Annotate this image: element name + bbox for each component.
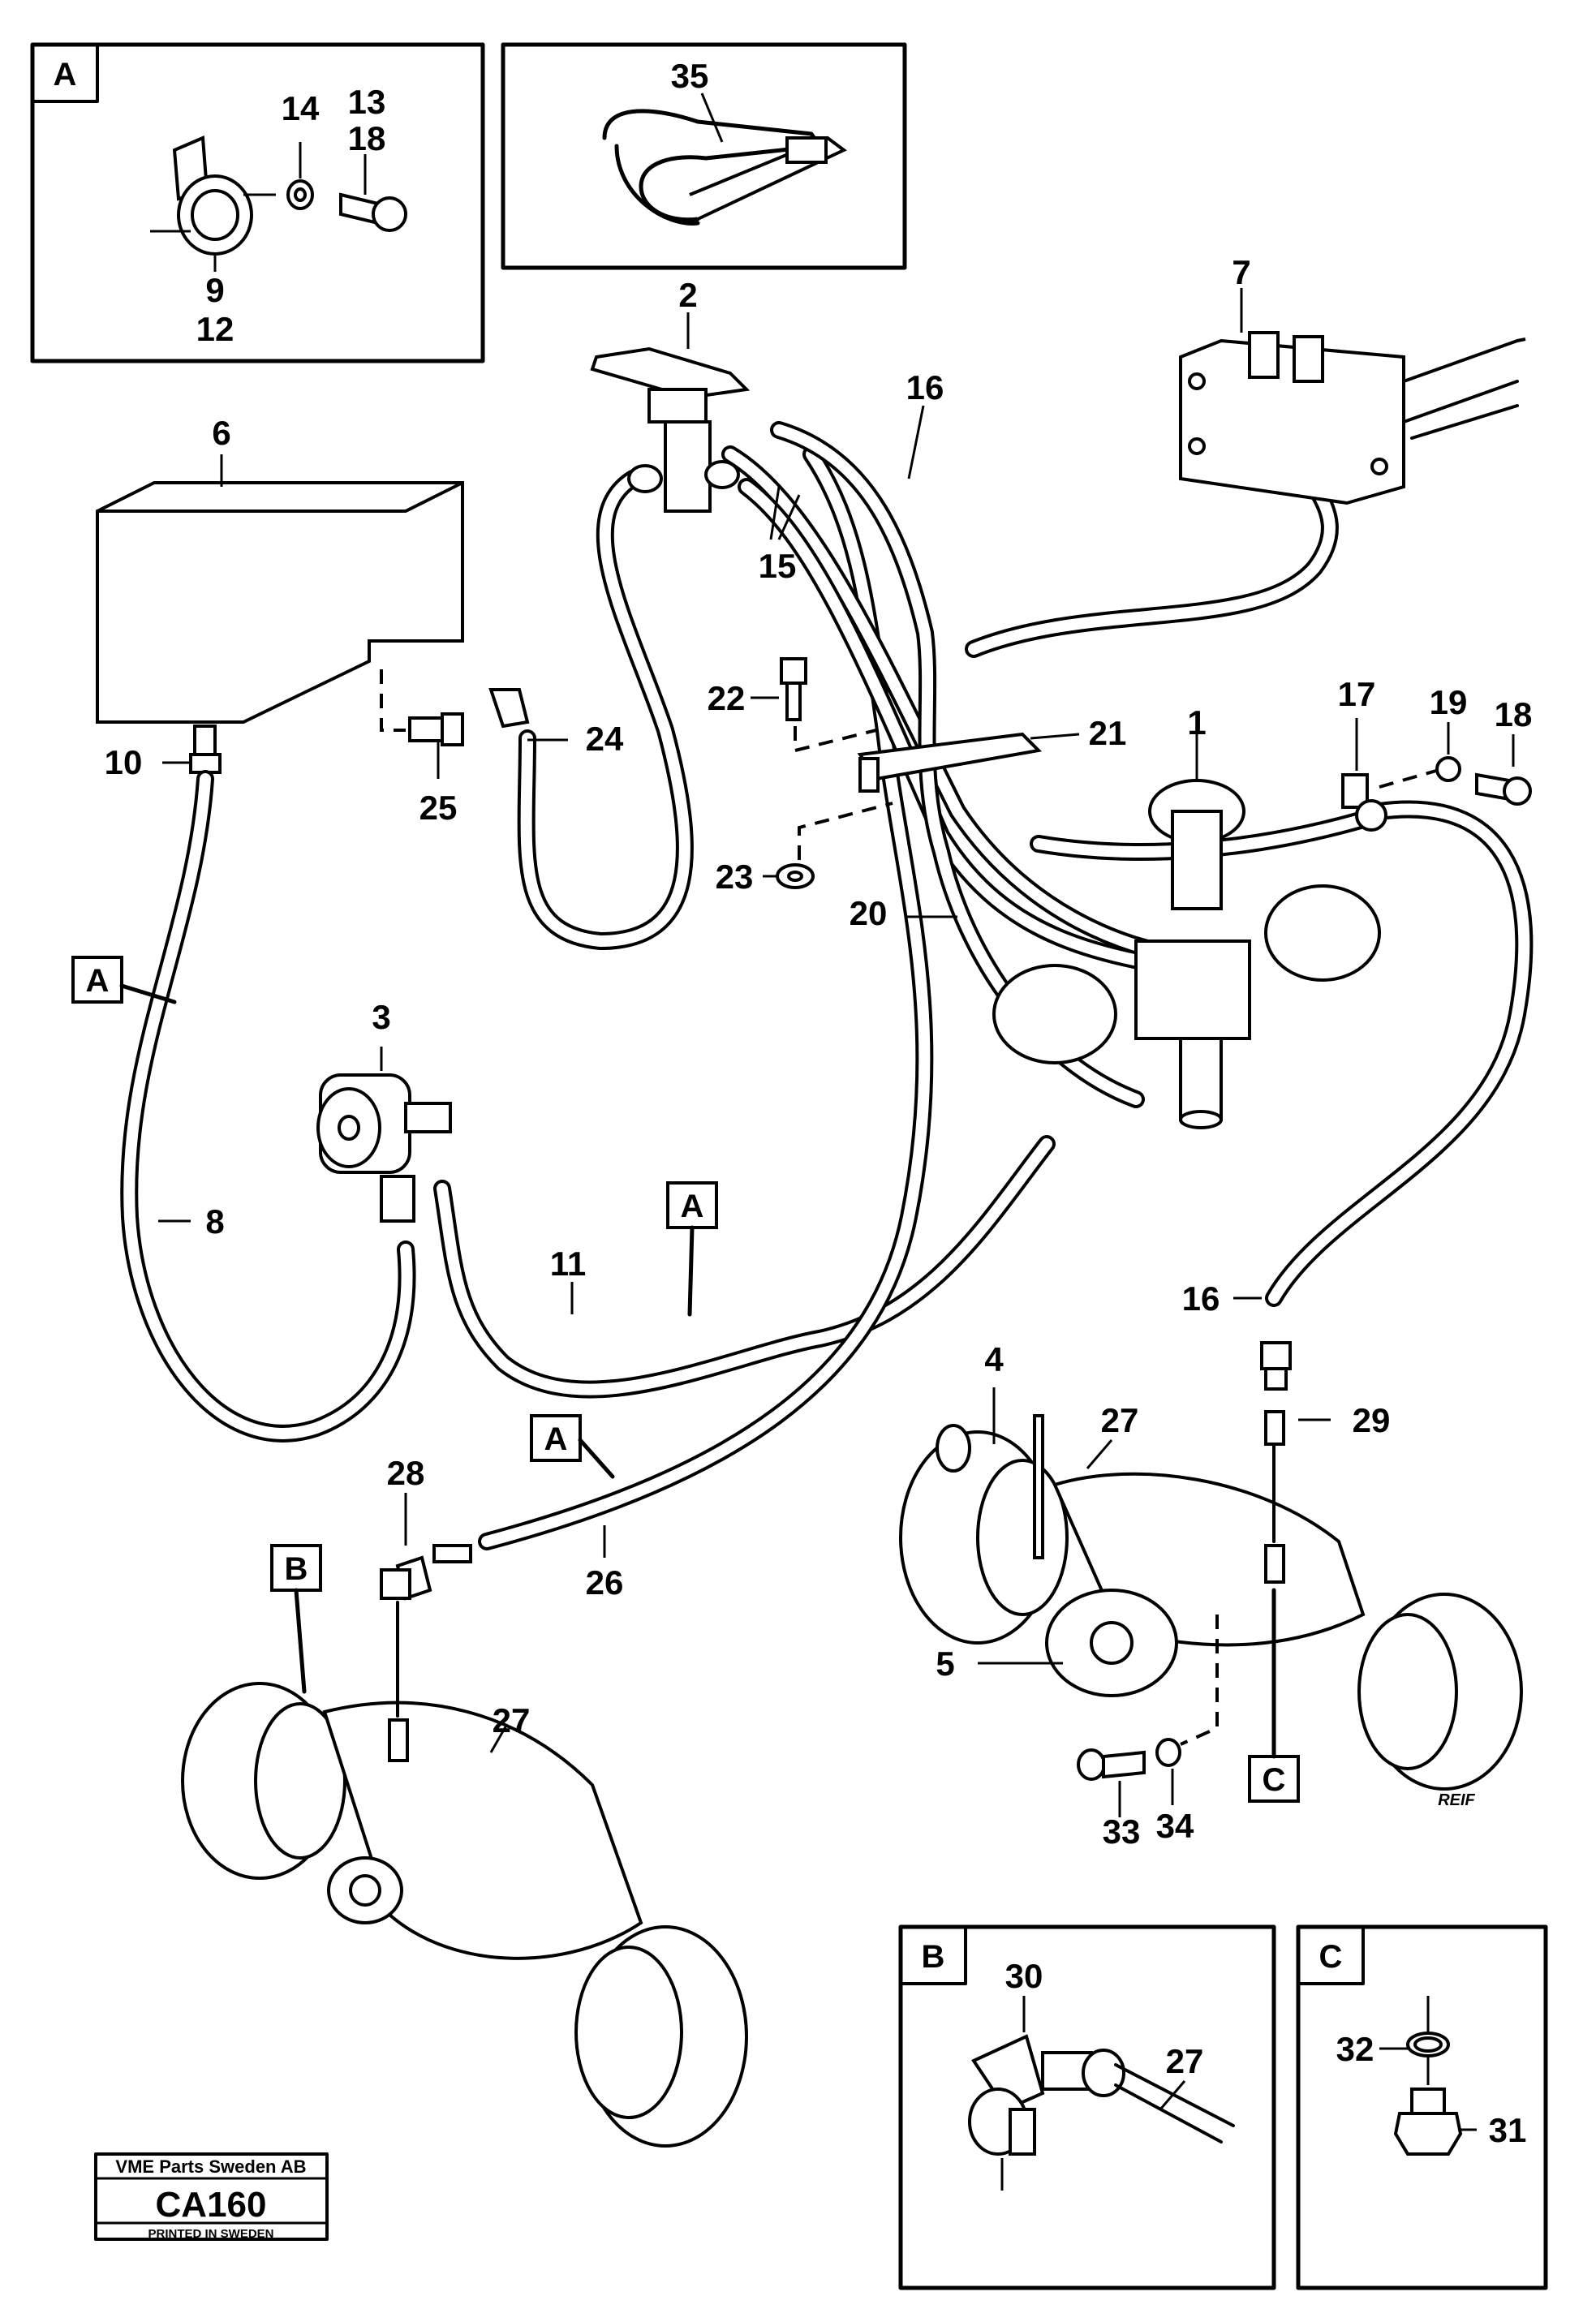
callout-7: 7 [1232, 253, 1250, 291]
callout-21: 21 [1089, 714, 1127, 752]
flag-b: B [270, 1544, 322, 1694]
callout-24: 24 [586, 720, 624, 758]
clamp-part [150, 135, 276, 256]
part-7-pressure-switch: 7 [1179, 253, 1526, 505]
svg-text:A: A [544, 1421, 568, 1457]
callout-32: 32 [1336, 2030, 1374, 2068]
detail-box-c: C 32 31 [1296, 1924, 1548, 2290]
callout-4: 4 [984, 1340, 1004, 1378]
callout-34: 34 [1156, 1807, 1194, 1845]
callout-9: 9 [205, 271, 224, 309]
flag-a-hose-11: A [666, 1181, 718, 1317]
part-6-housing: 6 10 25 [96, 414, 464, 827]
callout-5: 5 [936, 1645, 954, 1683]
callout-26: 26 [586, 1563, 624, 1602]
callout-16-top: 16 [906, 368, 944, 406]
callout-22: 22 [708, 679, 746, 717]
detail-box-c-letter: C [1319, 1939, 1343, 1975]
callout-27-front: 27 [493, 1701, 531, 1739]
rear-axle-assembly: 4 5 27 29 16 33 34 REIF [899, 1279, 1523, 1851]
callout-23: 23 [716, 858, 754, 896]
footer-printed: PRINTED IN SWEDEN [148, 2227, 273, 2241]
detail-box-a: A 14 13 18 9 12 [30, 42, 485, 363]
callout-17: 17 [1338, 675, 1376, 713]
callout-8: 8 [205, 1202, 224, 1240]
callout-15: 15 [759, 547, 797, 585]
callout-10: 10 [105, 743, 143, 781]
part-2-brake-valve-handle: 2 15 16 [590, 276, 944, 585]
part-3-pump: 3 8 11 [158, 998, 586, 1314]
callout-6: 6 [212, 414, 230, 452]
bracket-21-assembly: 21 22 23 24 [488, 657, 1127, 896]
part-1-valve-block: 1 20 [850, 703, 1381, 1129]
detail-box-cable-tie: 35 [501, 42, 907, 270]
callout-28: 28 [387, 1454, 425, 1492]
callout-19: 19 [1430, 683, 1468, 721]
footer-code: CA160 [156, 2185, 267, 2225]
callout-18-main: 18 [1495, 695, 1533, 733]
callout-31: 31 [1489, 2111, 1527, 2149]
detail-box-b-letter: B [922, 1939, 945, 1975]
callout-1: 1 [1187, 703, 1206, 742]
clamp-17-assembly: 17 19 18 [1338, 675, 1533, 832]
callout-35: 35 [671, 57, 709, 95]
detail-box-a-letter: A [54, 57, 77, 92]
svg-text:A: A [681, 1189, 704, 1224]
callout-18-detail: 18 [348, 119, 386, 157]
callout-16-right: 16 [1182, 1279, 1220, 1318]
footer-company: VME Parts Sweden AB [115, 2156, 306, 2177]
artist-signature: REIF [1438, 1791, 1475, 1809]
callout-3: 3 [372, 998, 390, 1036]
callout-20: 20 [850, 894, 888, 932]
bolt-part [339, 192, 407, 232]
flag-a-hose-26: A [530, 1414, 615, 1479]
callout-12: 12 [196, 310, 234, 348]
callout-11: 11 [550, 1245, 586, 1283]
front-axle-assembly: 28 26 27 [181, 1454, 748, 2148]
flag-a-hose-8: A [71, 956, 177, 1004]
callout-30: 30 [1005, 1957, 1043, 1995]
callout-13: 13 [348, 83, 386, 121]
callout-33: 33 [1103, 1812, 1141, 1851]
callout-29: 29 [1353, 1401, 1391, 1439]
callout-2: 2 [678, 276, 697, 314]
callout-25: 25 [419, 789, 458, 827]
flag-c: C [1248, 1588, 1300, 1803]
callout-27-rear: 27 [1101, 1401, 1139, 1439]
callout-14: 14 [282, 89, 320, 127]
svg-text:A: A [86, 963, 110, 999]
svg-text:B: B [285, 1551, 308, 1587]
callout-27-detail: 27 [1166, 2042, 1204, 2080]
footer-stamp: VME Parts Sweden AB CA160 PRINTED IN SWE… [94, 2152, 329, 2241]
detail-box-b: B 30 27 [898, 1924, 1276, 2290]
washer-part [286, 179, 314, 210]
svg-text:C: C [1263, 1762, 1286, 1798]
